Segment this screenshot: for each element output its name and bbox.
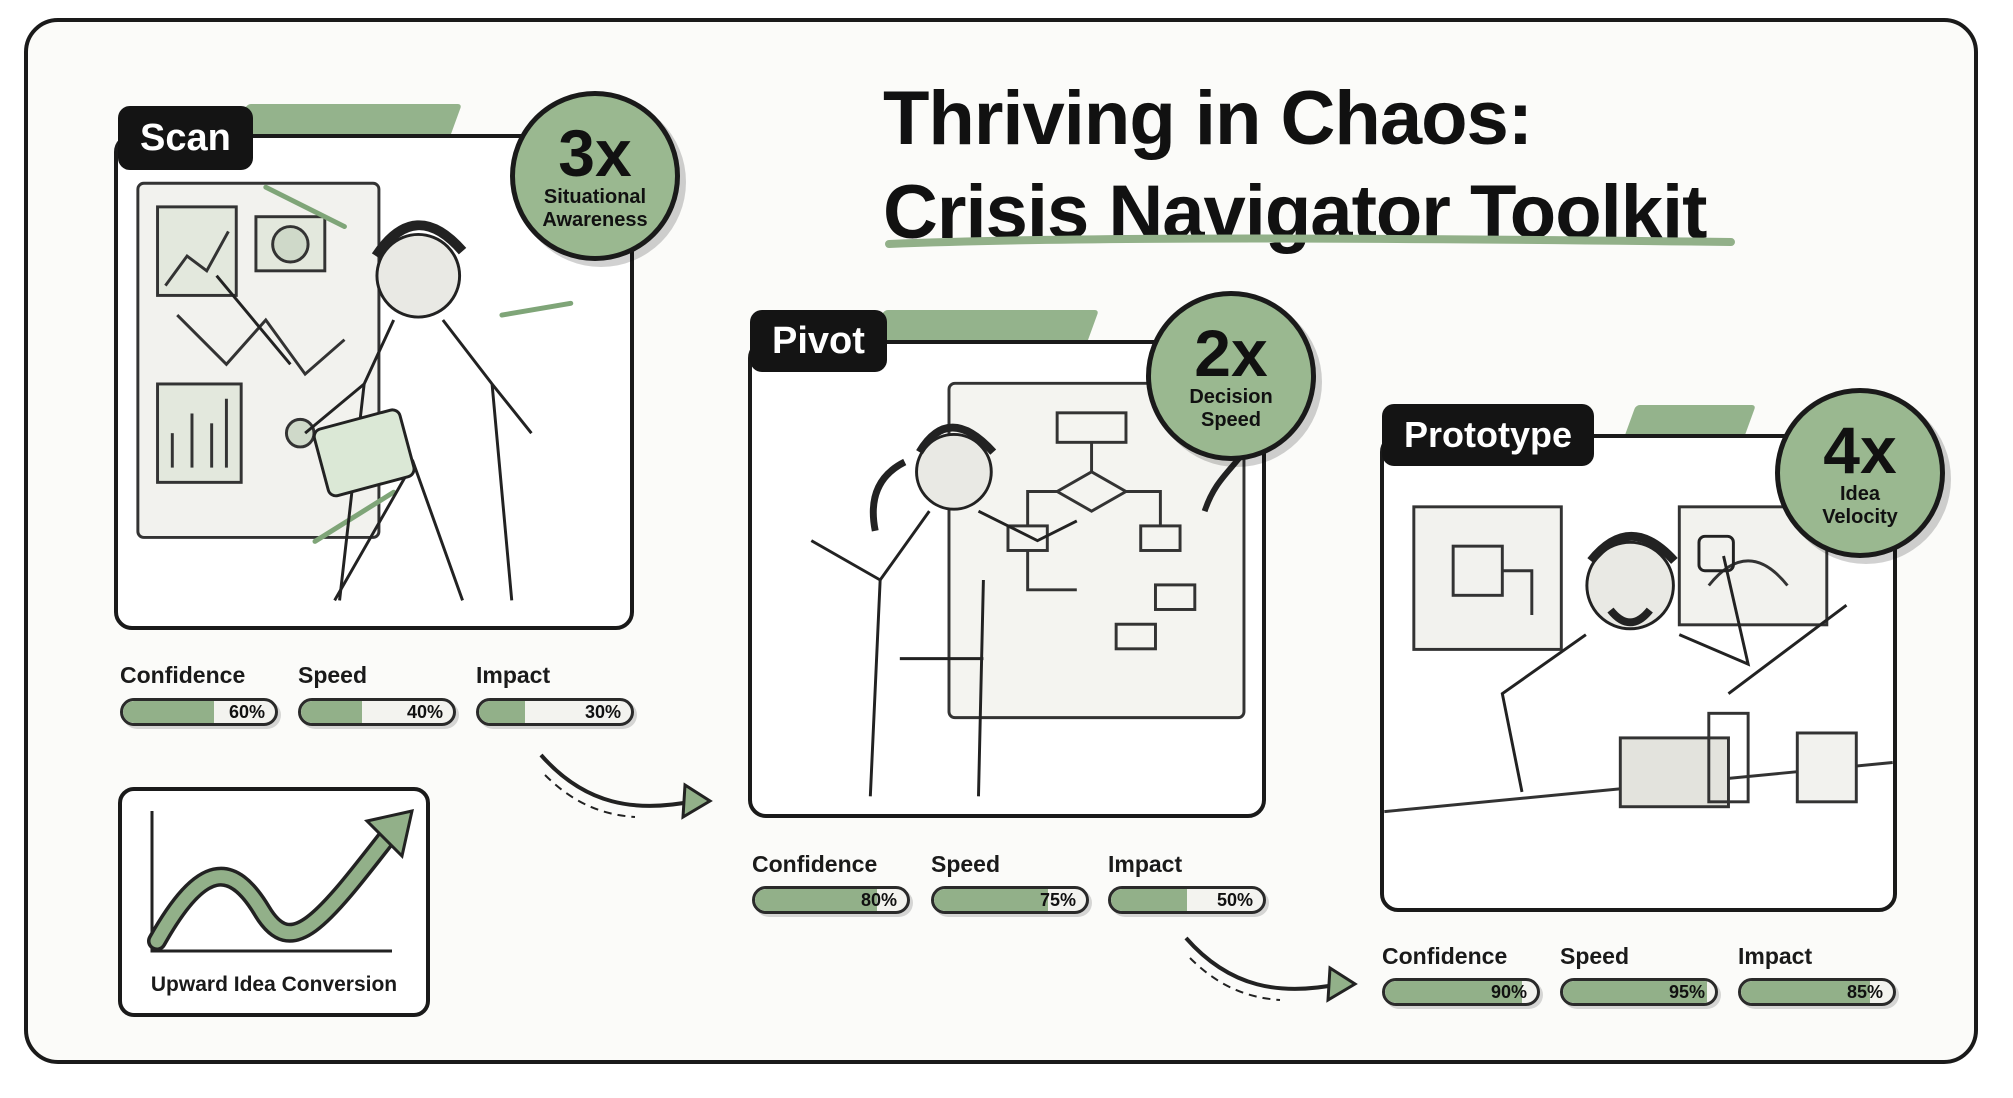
scan-illustration bbox=[136, 181, 574, 602]
scan-impact-fill bbox=[479, 701, 525, 723]
scan-impact-label: Impact bbox=[476, 662, 551, 688]
scan-speed-bar: 40% bbox=[298, 698, 456, 726]
prototype-multiplier-badge: 4x Idea Velocity bbox=[1775, 388, 1945, 558]
title-underline bbox=[885, 234, 1735, 248]
scan-speed-value: 40% bbox=[406, 702, 443, 722]
prototype-speed-value: 95% bbox=[1668, 982, 1705, 1002]
scan-confidence-fill bbox=[123, 701, 215, 723]
pivot-tab-label: Pivot bbox=[772, 319, 865, 362]
pivot-tab-accent bbox=[873, 310, 1099, 340]
scan-badge-caption-1: Situational bbox=[543, 186, 647, 208]
scan-confidence-bar: 60% bbox=[120, 698, 278, 726]
pivot-illustration bbox=[810, 381, 1247, 797]
prototype-speed-bar: 95% bbox=[1560, 978, 1718, 1006]
prototype-confidence-value: 90% bbox=[1490, 982, 1527, 1002]
scan-impact-bar: 30% bbox=[476, 698, 634, 726]
prototype-badge-multiplier: 4x bbox=[1823, 413, 1897, 487]
scan-tab-accent bbox=[236, 104, 462, 134]
scan-confidence-value: 60% bbox=[228, 702, 265, 722]
pivot-multiplier-badge: 2x Decision Speed bbox=[1146, 291, 1316, 461]
pivot-confidence-value: 80% bbox=[860, 890, 897, 910]
pivot-badge-caption-1: Decision bbox=[1189, 386, 1273, 408]
prototype-impact-label: Impact bbox=[1738, 943, 1813, 969]
upward-trend-card: Upward Idea Conversion bbox=[118, 787, 430, 1017]
pivot-badge-caption-2: Speed bbox=[1200, 409, 1262, 431]
scan-confidence-label: Confidence bbox=[120, 662, 246, 688]
pivot-confidence-fill bbox=[755, 889, 877, 911]
prototype-speed-fill bbox=[1563, 981, 1708, 1003]
pivot-speed-value: 75% bbox=[1039, 890, 1076, 910]
prototype-tab-accent bbox=[1625, 405, 1756, 435]
scan-speed-label: Speed bbox=[298, 662, 368, 688]
pivot-impact-value: 50% bbox=[1216, 890, 1253, 910]
pivot-speed-fill bbox=[934, 889, 1048, 911]
prototype-confidence-label: Confidence bbox=[1382, 943, 1508, 969]
pivot-speed-label: Speed bbox=[931, 851, 1001, 877]
scan-multiplier-badge: 3x Situational Awareness bbox=[510, 91, 680, 261]
prototype-badge-caption-2: Velocity bbox=[1822, 506, 1898, 528]
title-line-1: Thriving in Chaos: bbox=[883, 76, 1533, 161]
prototype-tab: Prototype bbox=[1382, 404, 1595, 466]
pivot-tab: Pivot bbox=[750, 310, 887, 372]
prototype-speed-label: Speed bbox=[1560, 943, 1630, 969]
scan-badge-multiplier: 3x bbox=[558, 116, 632, 190]
pivot-impact-fill bbox=[1111, 889, 1187, 911]
upward-trend-caption: Upward Idea Conversion bbox=[150, 973, 398, 996]
prototype-impact-value: 85% bbox=[1846, 982, 1883, 1002]
pivot-impact-label: Impact bbox=[1108, 851, 1183, 877]
pivot-speed-bar: 75% bbox=[931, 886, 1089, 914]
prototype-confidence-fill bbox=[1385, 981, 1522, 1003]
scan-tab-label: Scan bbox=[140, 116, 231, 159]
scan-speed-fill bbox=[301, 701, 362, 723]
prototype-tab-label: Prototype bbox=[1404, 414, 1573, 455]
pivot-impact-bar: 50% bbox=[1108, 886, 1266, 914]
prototype-badge-caption-1: Idea bbox=[1839, 483, 1881, 505]
pivot-badge-multiplier: 2x bbox=[1194, 316, 1268, 390]
scan-impact-value: 30% bbox=[584, 702, 621, 722]
pivot-confidence-label: Confidence bbox=[752, 851, 878, 877]
prototype-impact-fill bbox=[1741, 981, 1871, 1003]
trend-arrow-icon bbox=[147, 809, 414, 953]
prototype-illustration bbox=[1384, 505, 1893, 814]
pivot-panel bbox=[748, 340, 1266, 818]
flow-arrow-icon bbox=[539, 753, 713, 820]
scan-tab: Scan bbox=[118, 106, 253, 170]
prototype-confidence-bar: 90% bbox=[1382, 978, 1540, 1006]
pivot-confidence-bar: 80% bbox=[752, 886, 910, 914]
scan-badge-caption-2: Awareness bbox=[542, 209, 648, 231]
flow-arrow-icon bbox=[1184, 936, 1358, 1003]
prototype-impact-bar: 85% bbox=[1738, 978, 1896, 1006]
